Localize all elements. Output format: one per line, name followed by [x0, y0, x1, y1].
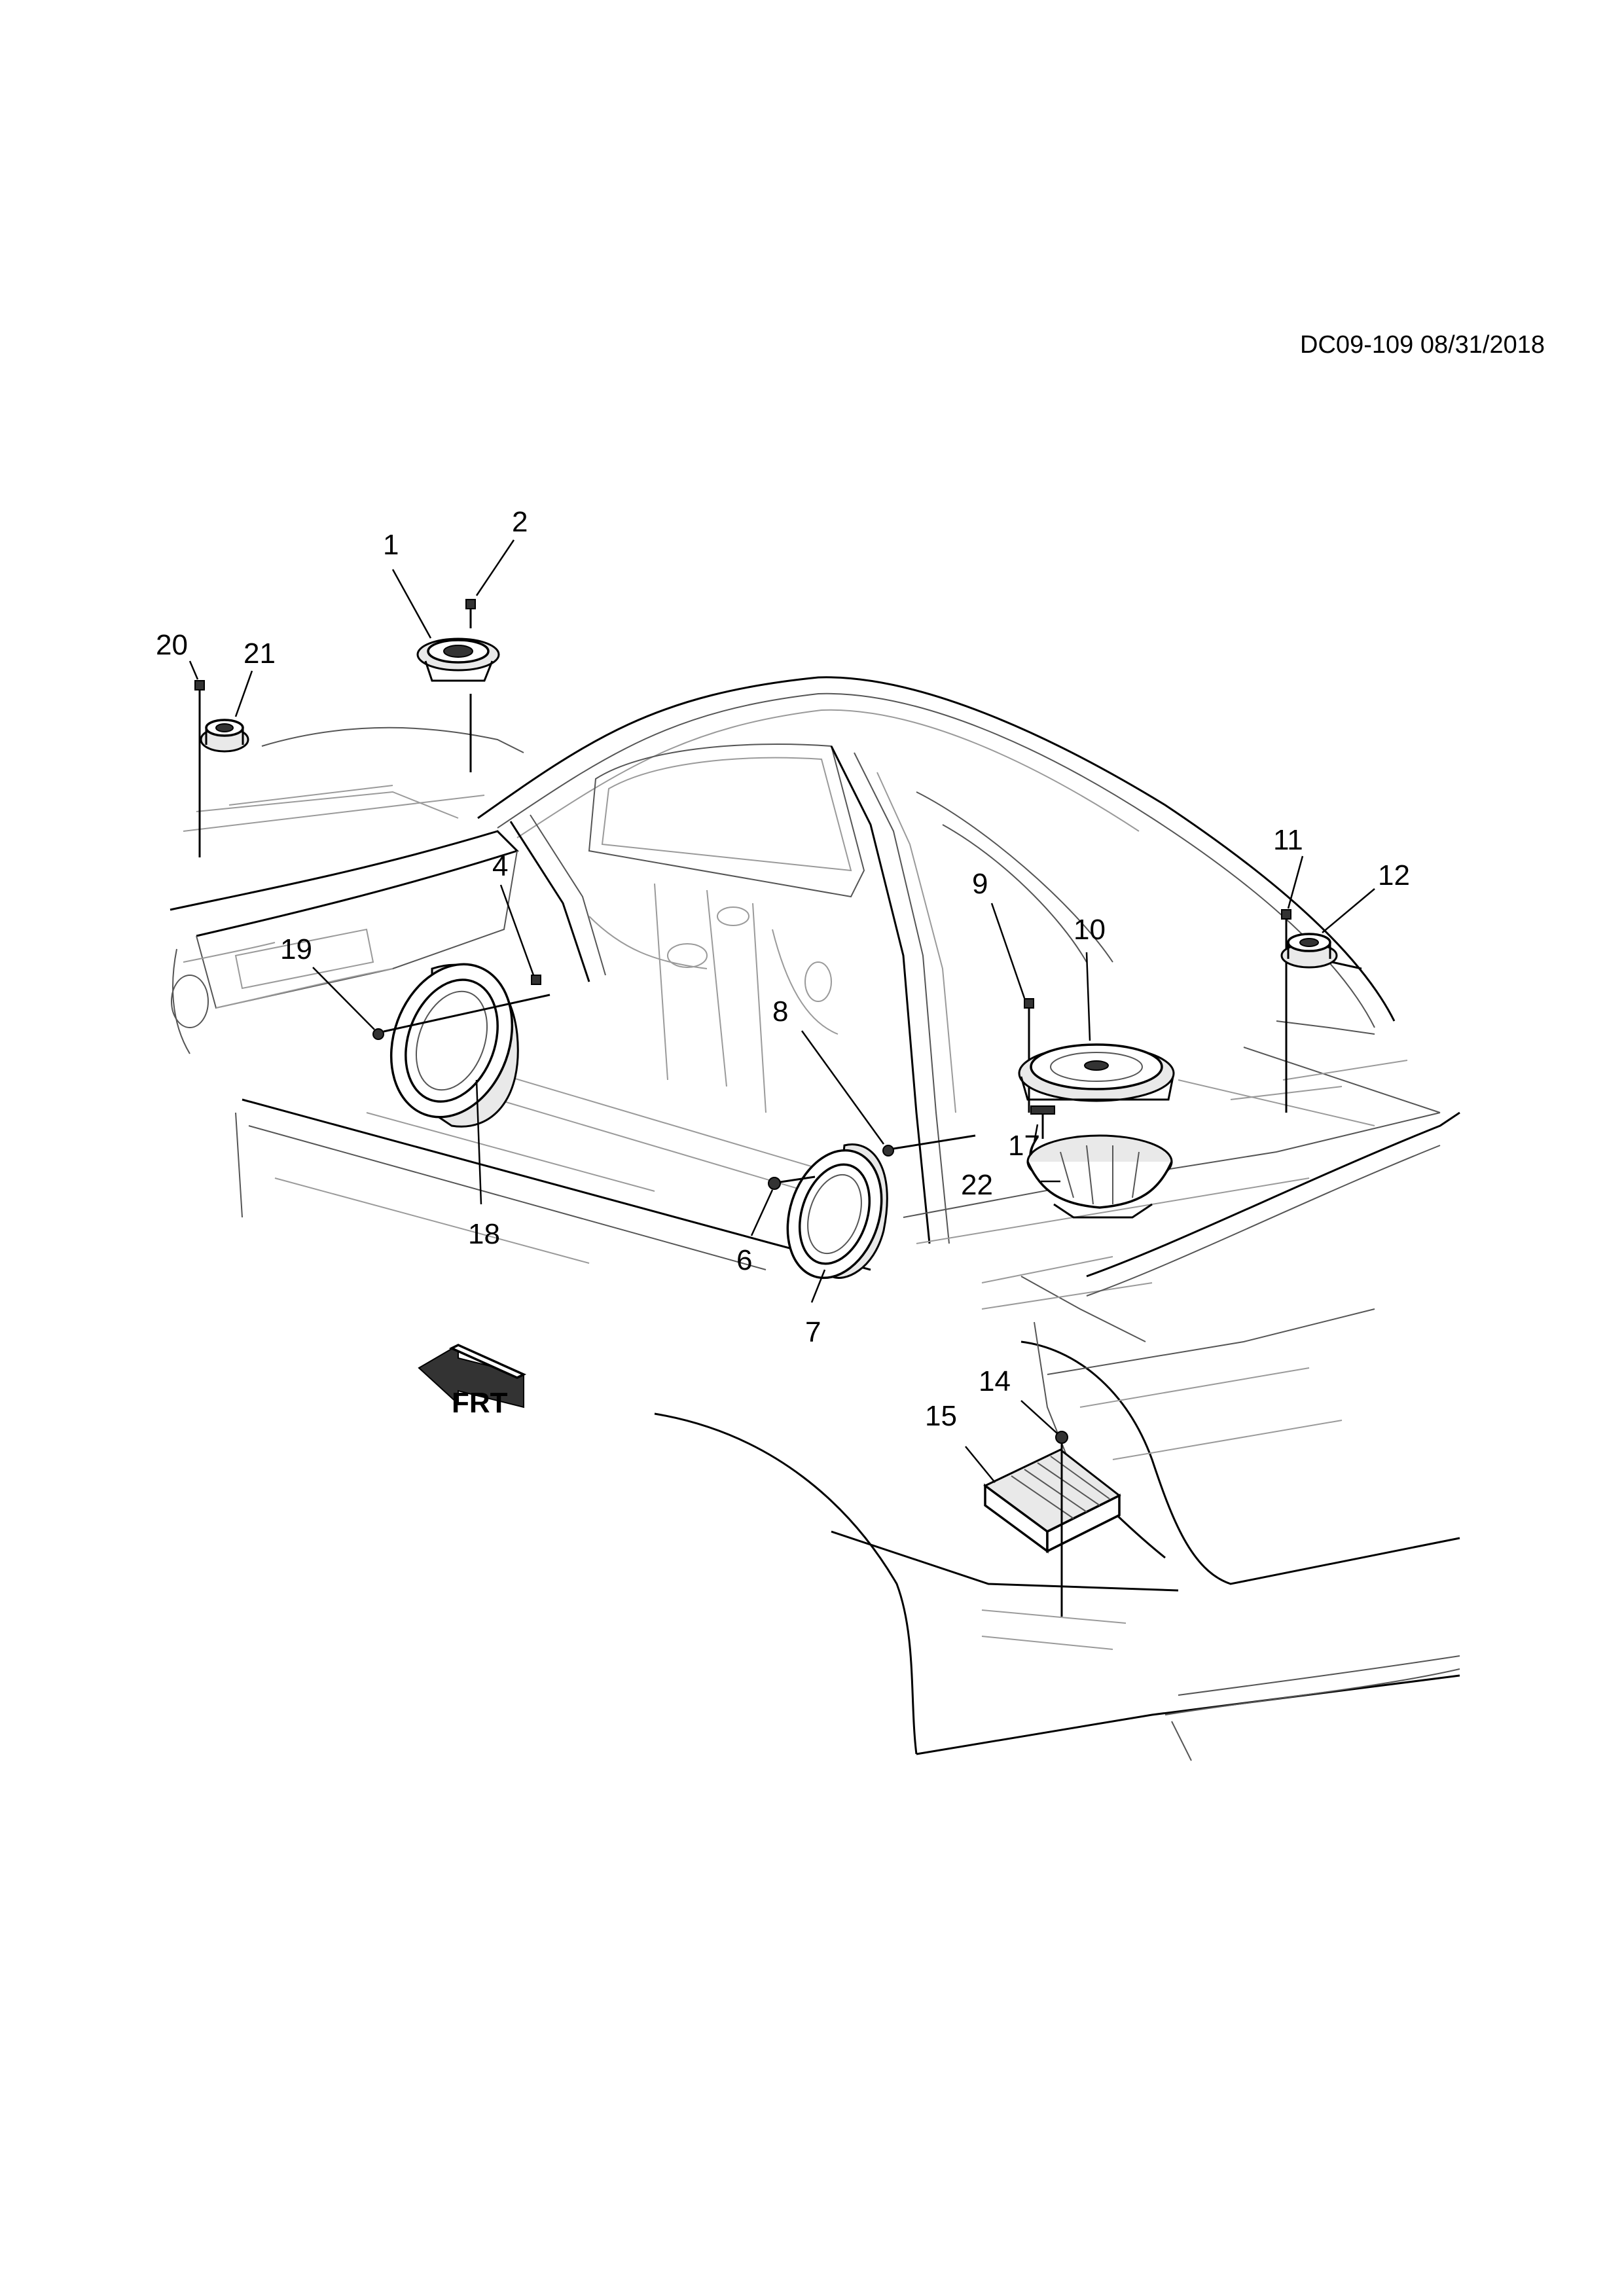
part-14-bolt	[1055, 1431, 1068, 1617]
callout-14: 14	[979, 1365, 1011, 1397]
part-1-tweeter-front	[416, 637, 500, 682]
part-12-tweeter-rear	[1280, 933, 1362, 970]
callout-20: 20	[156, 629, 188, 661]
part-19-screw	[372, 994, 550, 1040]
part-4-clip	[531, 975, 541, 985]
callout-18: 18	[468, 1218, 500, 1250]
callout-22: 22	[961, 1169, 993, 1201]
part-15-amplifier	[983, 1448, 1121, 1554]
callout-21: 21	[244, 637, 276, 670]
callout-8: 8	[772, 996, 788, 1028]
callout-leaders	[189, 539, 1375, 1483]
callout-15: 15	[925, 1400, 957, 1432]
part-21-tweeter-front-left	[200, 719, 249, 753]
part-18-speaker-front-door	[389, 963, 519, 1128]
callout-12: 12	[1378, 859, 1410, 891]
callout-19: 19	[280, 933, 312, 965]
front-direction-arrow: FRT	[418, 1344, 527, 1419]
callout-9: 9	[972, 868, 988, 900]
front-direction-label: FRT	[452, 1387, 508, 1419]
callout-6: 6	[736, 1244, 752, 1276]
document-id-label: DC09-109 08/31/2018	[1300, 331, 1545, 359]
part-22-subwoofer-enclosure	[1026, 1134, 1173, 1219]
callout-11: 11	[1273, 824, 1303, 856]
callout-numbers: 1 2 20 21 4 19 18 6 7 8 9 10 17 22 11 12…	[156, 506, 1410, 1432]
part-7-speaker-rear-door	[786, 1143, 888, 1280]
part-8-screw	[882, 1134, 976, 1157]
callout-2: 2	[512, 506, 528, 538]
part-10-speaker-rear-deck	[1018, 1043, 1175, 1102]
callout-10: 10	[1074, 914, 1106, 946]
vehicle-body-outline	[170, 676, 1460, 1761]
part-6-screw	[768, 1175, 816, 1190]
callout-7: 7	[805, 1316, 821, 1348]
part-2-bolt	[465, 599, 476, 772]
part-17-bracket	[1030, 1105, 1055, 1139]
callout-1: 1	[383, 529, 399, 561]
callout-4: 4	[492, 850, 508, 882]
callout-17: 17	[1008, 1130, 1040, 1162]
part-20-bolt	[194, 680, 205, 857]
